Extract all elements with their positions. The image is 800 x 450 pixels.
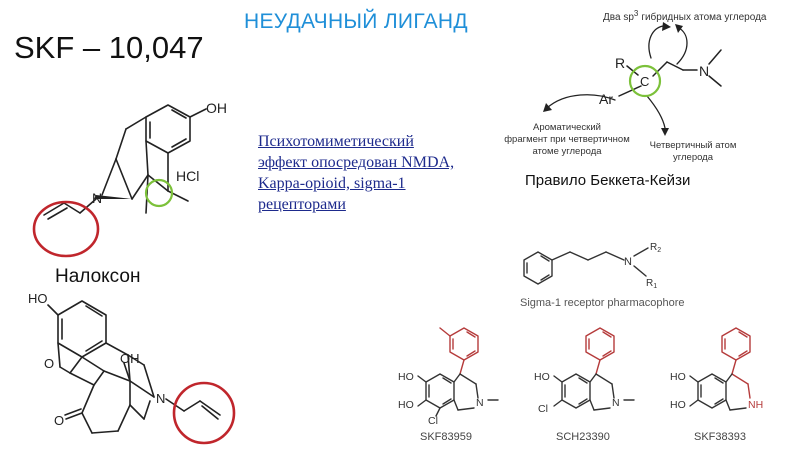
beckett-kasey-title: Правило Беккета-Кейзи	[525, 172, 691, 189]
naloxone-ho-label: HO	[28, 291, 48, 306]
skf38393-nh: NH	[748, 399, 763, 411]
sigma1-pharmacophore: N R2 R1 Sigma-1 receptor pharmacophore	[520, 242, 684, 309]
naloxone-ring-o-label: O	[44, 356, 54, 371]
bk-r-label: R	[615, 55, 625, 71]
skf38393-ho2: HO	[670, 399, 686, 411]
quaternary-line2: углерода	[673, 152, 714, 163]
skf-n-label: N	[92, 190, 102, 206]
compound-skf83959: HO HO Cl N SKF83959	[398, 327, 499, 443]
skf-oh-label: OH	[206, 100, 227, 116]
skf38393-name: SKF38393	[694, 431, 746, 443]
skf-title: SKF – 10,047	[14, 30, 204, 65]
skf-quaternary-circle	[144, 178, 174, 208]
skf83959-name: SKF83959	[420, 431, 472, 443]
naloxone-oh-label: OH	[120, 351, 140, 366]
pharm-caption: Sigma-1 receptor pharmacophore	[520, 297, 684, 309]
naloxone-allyl-circle	[172, 381, 236, 445]
sch23390-name: SCH23390	[556, 431, 610, 443]
aromatic-fragment-line2: фрагмент при четвертичном	[504, 134, 630, 145]
bk-c-label: C	[640, 74, 649, 89]
sch23390-cl: Cl	[538, 403, 548, 415]
skf-allyl-circle	[32, 200, 100, 258]
slide-title: НЕУДАЧНЫЙ ЛИГАНД	[244, 10, 468, 33]
skf38393-ho1: HO	[670, 371, 686, 383]
skf83959-ho1: HO	[398, 371, 414, 383]
pharm-r2-label: R2	[650, 242, 661, 254]
skf83959-ho2: HO	[398, 399, 414, 411]
naloxone-label: Налоксон	[55, 266, 141, 287]
skf83959-cl: Cl	[428, 415, 438, 427]
skf-10047-structure: OH HCl N	[32, 100, 227, 258]
sch23390-n: N	[612, 397, 620, 409]
psychotomimetic-effect-text: Психотомиметический эффект опосредован N…	[258, 133, 455, 213]
sch23390-ho: HO	[534, 371, 550, 383]
naloxone-structure: HO O OH O N	[28, 291, 236, 445]
bk-ar-label: Ar	[599, 91, 613, 107]
aromatic-fragment-line1: Ароматический	[533, 122, 601, 133]
skf-hcl-label: HCl	[176, 168, 199, 184]
naloxone-ketone-o-label: O	[54, 413, 64, 428]
skf83959-n: N	[476, 397, 484, 409]
compound-sch23390: HO Cl N SCH23390	[534, 327, 635, 443]
pharm-n-label: N	[624, 256, 632, 268]
pharm-r1-label: R1	[646, 278, 657, 290]
bk-quaternary-circle	[628, 64, 662, 98]
quaternary-line1: Четвертичный атом	[650, 140, 737, 151]
aromatic-fragment-line3: атоме углерода	[532, 146, 602, 157]
compound-skf38393: HO HO NH SKF38393	[670, 327, 763, 443]
naloxone-n-label: N	[156, 391, 165, 406]
bk-n-label: N	[699, 63, 709, 79]
